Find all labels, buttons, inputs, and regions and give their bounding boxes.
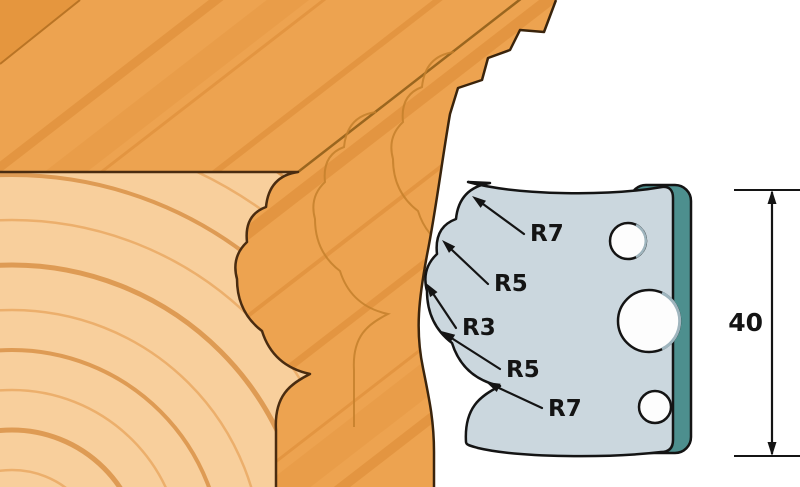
- wood-end-grain-face: [0, 172, 310, 487]
- annotation-arrow-line: [481, 202, 526, 236]
- annotation-arrow-line: [432, 293, 458, 330]
- annotation-arrow-line: [497, 386, 544, 410]
- dimension-value: 40: [728, 308, 763, 337]
- moulding-profile-outline: [0, 170, 312, 487]
- knife-mounting-hole-small-bottom: [637, 389, 673, 425]
- moulding-ridge-line: [297, 0, 541, 173]
- radius-label: R7: [530, 221, 564, 247]
- annotation-arrowhead: [442, 240, 456, 253]
- knife-face: [424, 180, 675, 458]
- dimension-arrowhead-top: [767, 190, 777, 204]
- radius-annotation: R5: [441, 331, 540, 383]
- annotation-arrowhead: [486, 382, 501, 392]
- radius-label: R3: [462, 315, 496, 341]
- radius-annotations: R7 R5 R3 R5 R7: [426, 196, 582, 422]
- radius-annotation: R3: [426, 283, 496, 341]
- annotation-arrowhead: [441, 331, 456, 343]
- radius-annotation: R7: [486, 382, 582, 422]
- radius-label: R5: [494, 271, 528, 297]
- dimension-arrowhead-bottom: [767, 442, 777, 456]
- hole-shadow-arc-large: [661, 291, 682, 351]
- profile-knife: [424, 180, 693, 458]
- annotation-arrowhead: [472, 196, 486, 208]
- annotation-arrow-line: [451, 337, 502, 371]
- wood-back-edge-line: [0, 0, 81, 65]
- radius-annotation: R5: [442, 240, 528, 297]
- hole-shadow-arc-small-top: [635, 223, 647, 259]
- wood-outer-outline: [417, 0, 558, 487]
- radius-label: R7: [548, 396, 582, 422]
- annotation-arrow-line: [450, 248, 490, 286]
- end-grain-rings: [0, 172, 310, 487]
- radius-label: R5: [506, 357, 540, 383]
- annotation-arrowhead: [426, 283, 438, 298]
- height-dimension: 40: [728, 189, 800, 457]
- radius-annotation: R7: [472, 196, 564, 247]
